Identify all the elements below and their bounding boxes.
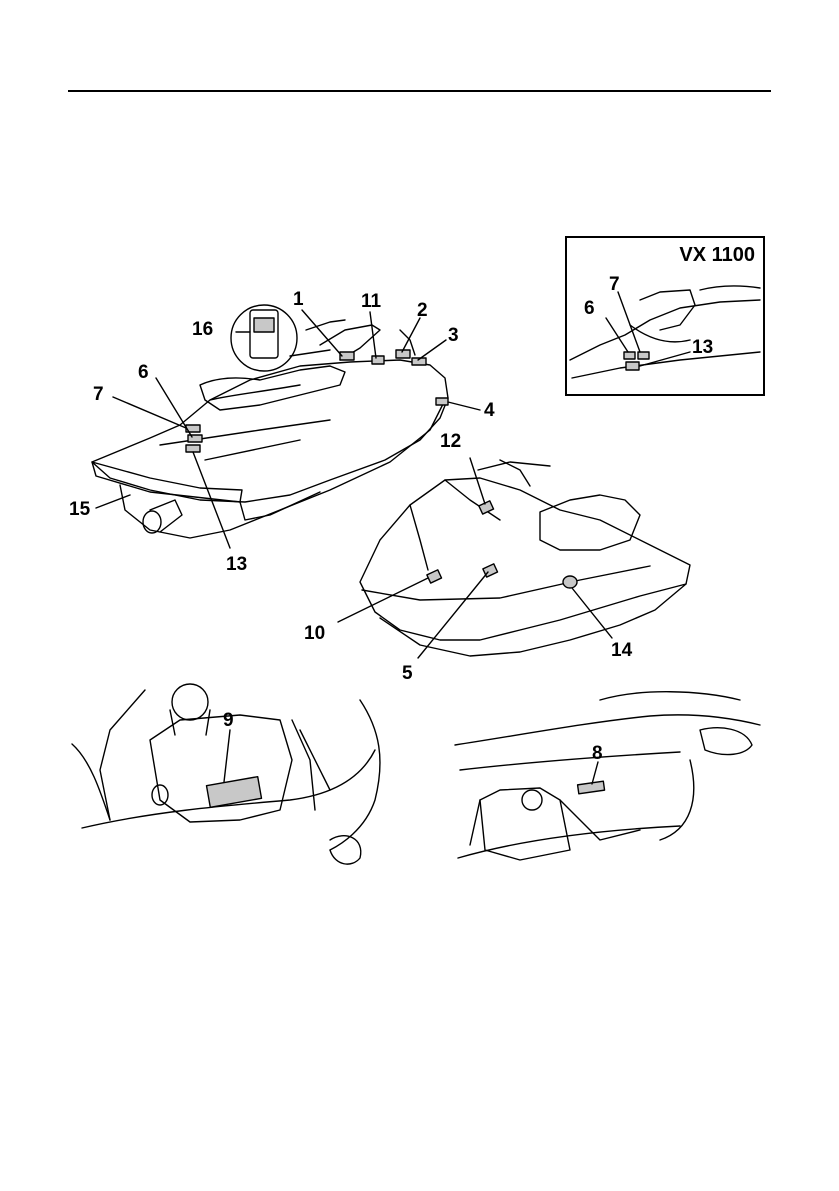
callout-2: 2: [417, 301, 428, 320]
callout-10: 10: [304, 624, 325, 643]
label-4-patch: [436, 398, 448, 405]
label-6-patch: [188, 435, 202, 442]
callout-11: 11: [361, 292, 381, 311]
front-view-craft: [338, 458, 690, 658]
callout-15: 15: [69, 500, 90, 519]
callout-16: 16: [192, 320, 213, 339]
rear-view-craft: [92, 310, 480, 548]
engine-bay-view-right: [455, 692, 760, 860]
callout-14: 14: [611, 641, 632, 660]
callout-6: 6: [138, 363, 149, 382]
inset-title: VX 1100: [679, 244, 755, 267]
vx1100-inset-frame: VX 1100: [565, 236, 765, 396]
inset-callout-13: 13: [692, 338, 713, 357]
label-10-patch: [427, 570, 442, 583]
callout-5: 5: [402, 664, 413, 683]
callout-12: 12: [440, 432, 461, 451]
label-8-patch: [578, 781, 605, 794]
label-14-patch: [563, 576, 577, 588]
label-11-patch: [372, 356, 384, 364]
callout-7: 7: [93, 385, 104, 404]
label-12-patch: [479, 501, 494, 514]
callout-1: 1: [293, 290, 304, 309]
inset-callout-6: 6: [584, 299, 595, 318]
callout-13: 13: [226, 555, 247, 574]
label-16-detail: [231, 305, 330, 371]
callout-4: 4: [484, 401, 495, 420]
callout-3: 3: [448, 326, 459, 345]
callout-8: 8: [592, 744, 603, 763]
inset-callout-7: 7: [609, 275, 620, 294]
callout-9: 9: [223, 711, 234, 730]
label-13-patch: [186, 445, 200, 452]
